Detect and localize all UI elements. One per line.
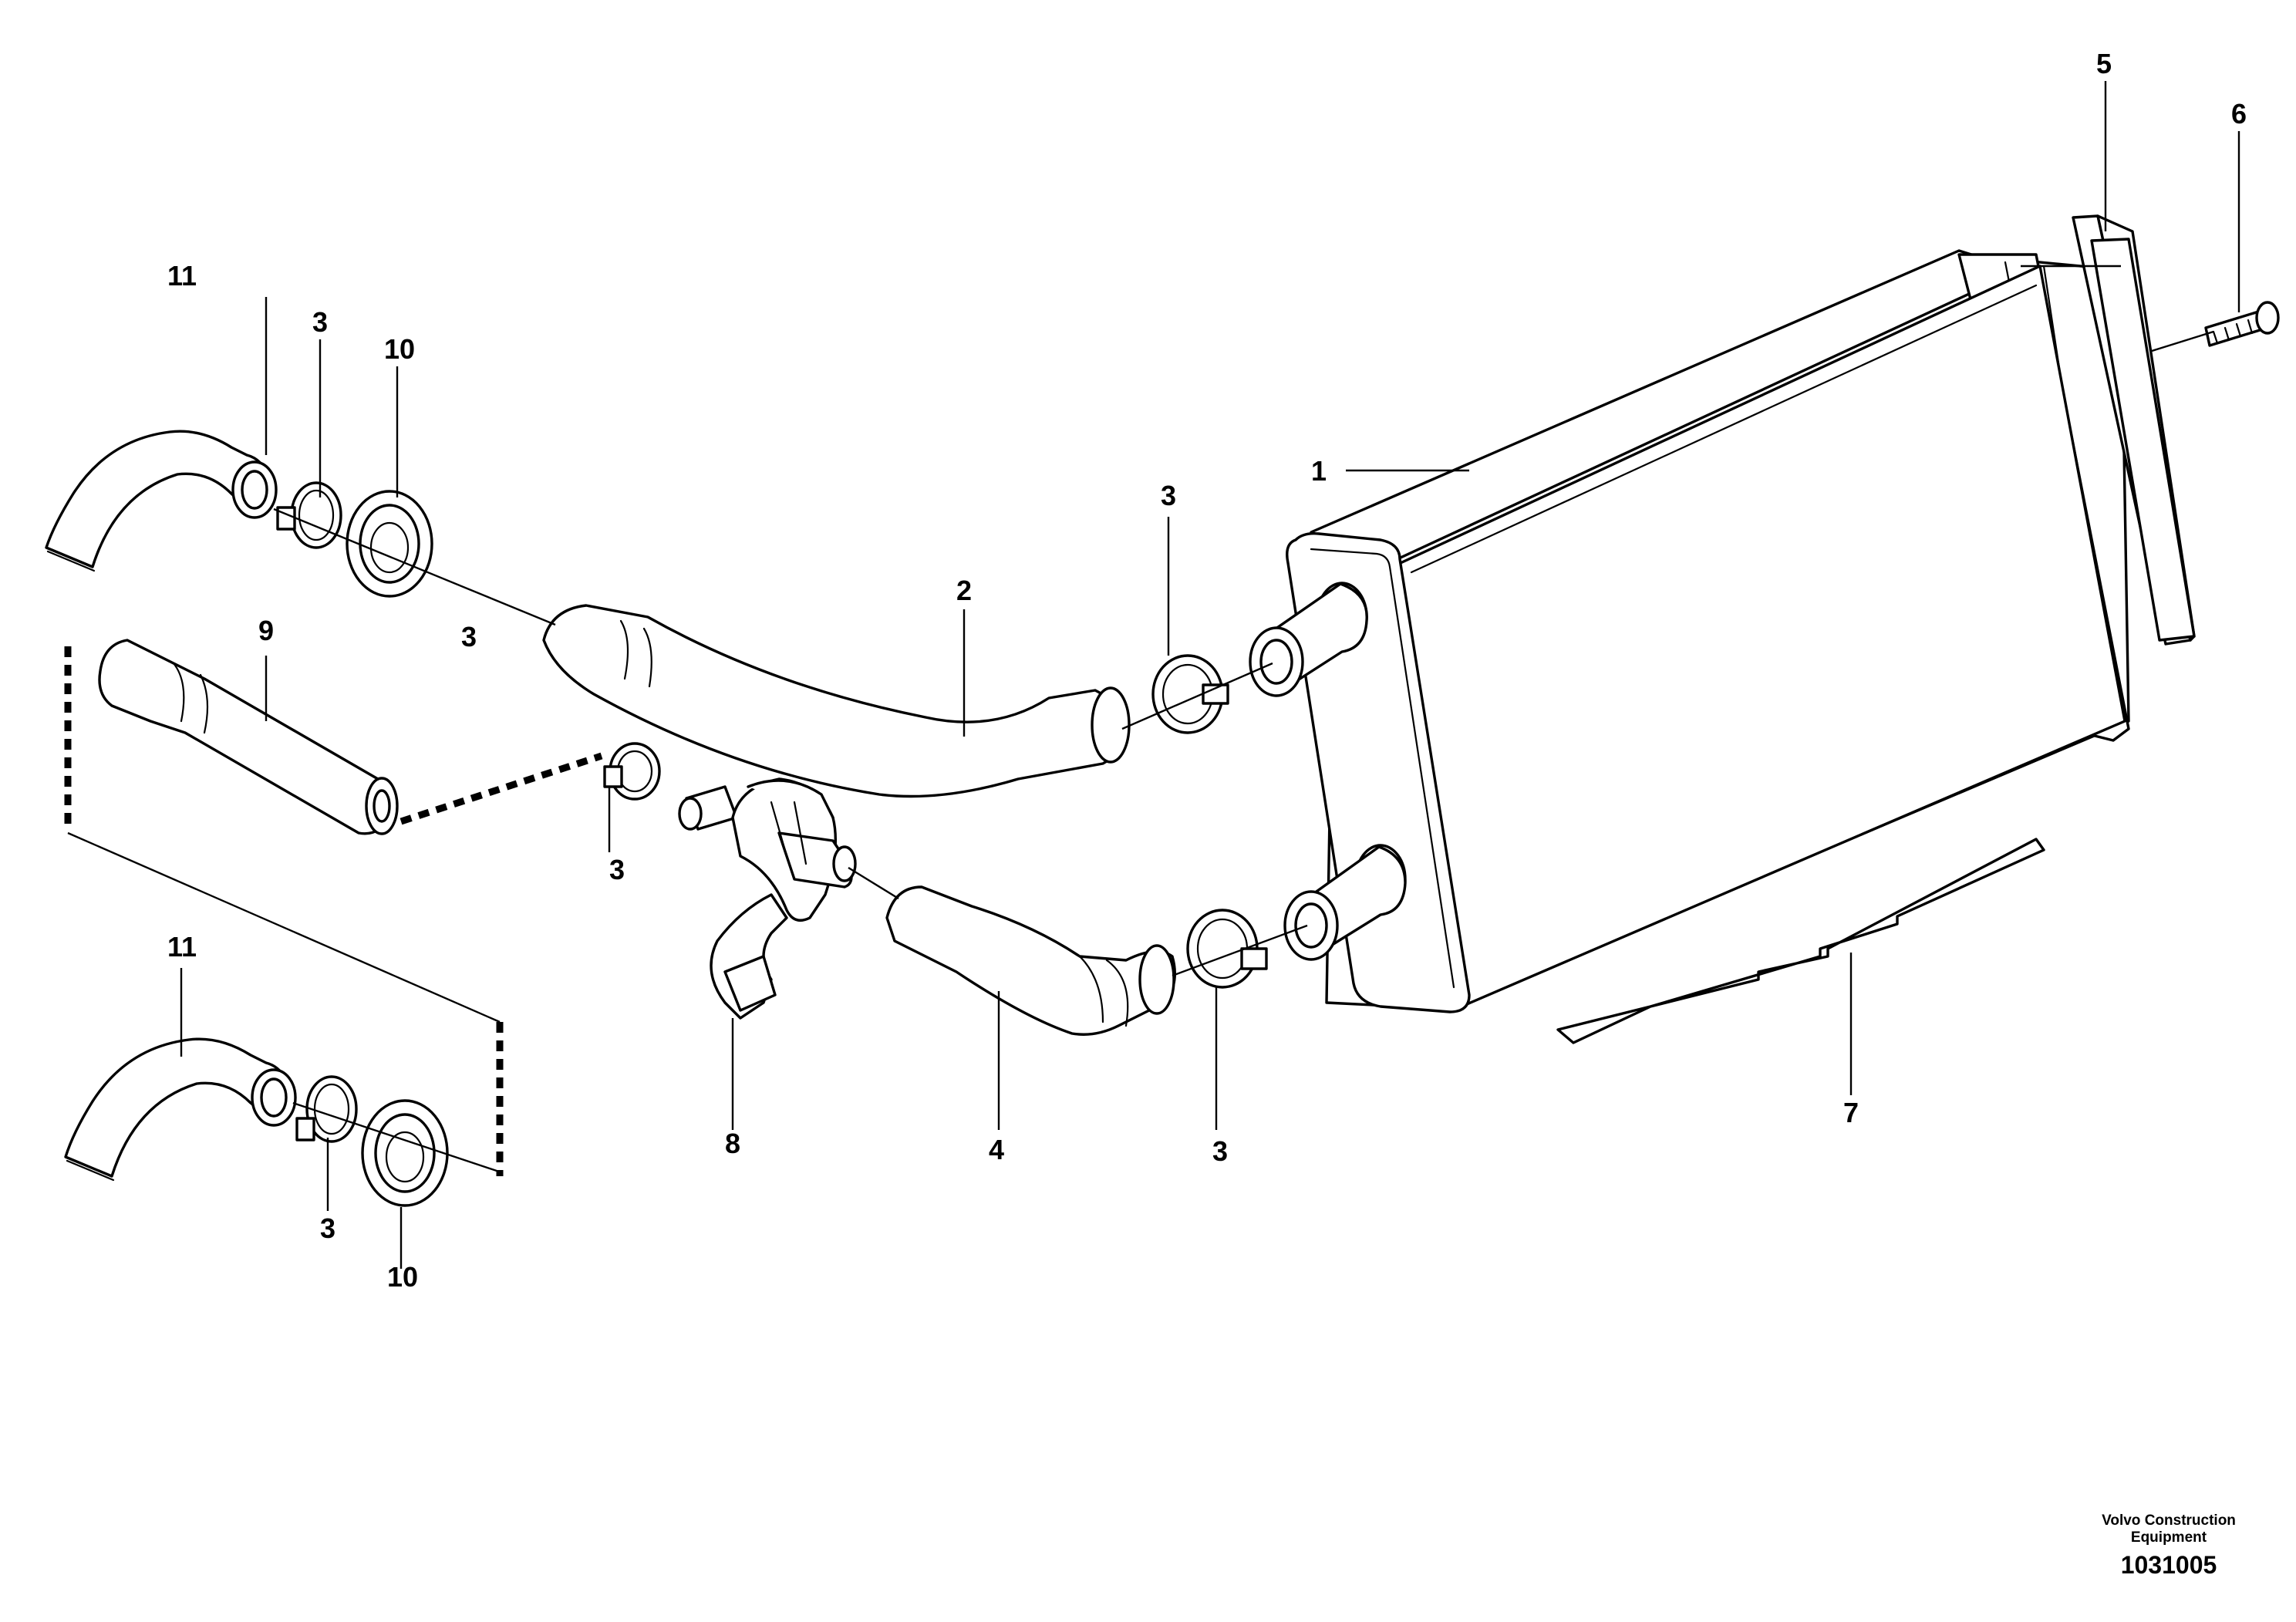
label-3-valve: 3 [609, 854, 625, 885]
label-3-bottom-left: 3 [320, 1212, 335, 1244]
label-7: 7 [1843, 1097, 1859, 1128]
label-10-top: 10 [384, 333, 415, 365]
hose-elbow-top [45, 430, 278, 572]
clamp-bottom-left [295, 1075, 358, 1143]
label-5: 5 [2096, 48, 2112, 79]
hose-upper [542, 604, 1131, 798]
figure-number: 1031005 [2121, 1551, 2217, 1579]
label-6: 6 [2231, 98, 2247, 130]
hose-straight [98, 639, 399, 835]
footer: Volvo Construction Equipment 1031005 [2102, 1512, 2236, 1579]
label-3-center: 3 [461, 621, 477, 653]
callout-leaders [180, 81, 2240, 1269]
label-11-bottom: 11 [167, 931, 197, 963]
footer-company-line1: Volvo Construction [2102, 1512, 2236, 1529]
label-8: 8 [725, 1128, 740, 1159]
seal-strip [2072, 214, 2196, 646]
clamp-upper-right [1151, 654, 1229, 734]
callout-labels: 1 2 3 3 3 3 3 3 4 5 6 7 8 9 10 10 11 11 [167, 48, 2247, 1293]
hose-lower [885, 885, 1177, 1036]
grommet-bottom [361, 1099, 449, 1207]
screw [2204, 301, 2280, 347]
clamp-middle-valve [603, 742, 661, 801]
label-3-lower-right: 3 [1212, 1135, 1228, 1167]
hose-elbow-bottom [64, 1037, 297, 1182]
connection-lines [67, 265, 2214, 1174]
label-9: 9 [258, 615, 274, 646]
label-10-bottom: 10 [387, 1261, 418, 1293]
label-3-upper-right: 3 [1161, 480, 1176, 511]
dashed-boundary [64, 646, 603, 1176]
heater-core [1249, 249, 2130, 1013]
label-4: 4 [989, 1134, 1004, 1165]
label-3-top-left: 3 [312, 306, 328, 338]
footer-company-line2: Equipment [2131, 1529, 2207, 1546]
label-2: 2 [956, 575, 972, 606]
valve [678, 777, 857, 1020]
clamp-lower-right [1186, 909, 1268, 989]
label-1: 1 [1311, 455, 1327, 487]
plate [1556, 838, 2045, 1044]
label-11-top: 11 [167, 260, 197, 292]
